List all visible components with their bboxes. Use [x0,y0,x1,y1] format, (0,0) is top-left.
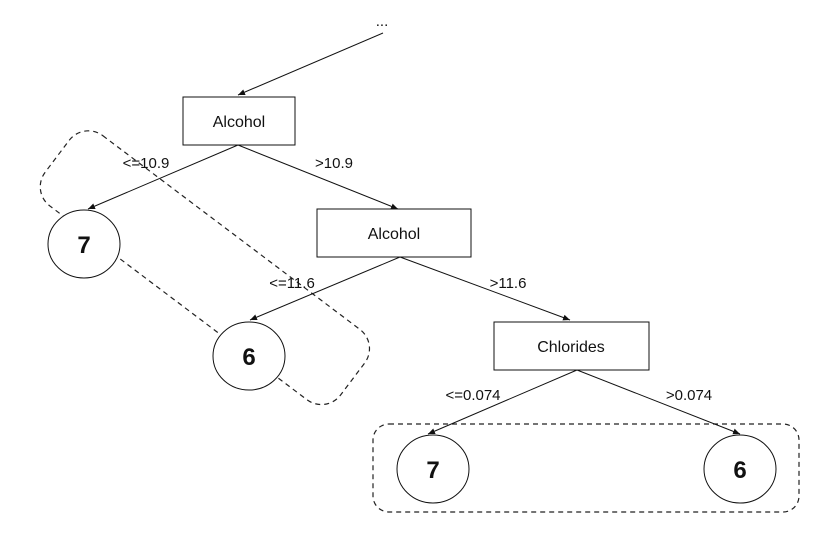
edge-label-gt-0-074: >0.074 [666,387,712,404]
edge-chlorides-right [576,369,741,435]
leaf-a-label: 7 [77,232,90,259]
edge-alcohol1-right [237,144,399,210]
ellipsis-label: ... [376,13,389,30]
edge-label-le-0-074: <=0.074 [445,387,500,404]
node-alcohol-2-label: Alcohol [368,226,420,243]
edge-alcohol2-left [249,256,401,321]
edge-label-gt-11-6: >11.6 [490,275,527,292]
node-alcohol-2-box [316,208,472,258]
leaf-d-circle [703,434,777,504]
node-alcohol-1-box [182,96,296,146]
edge-alcohol2-right [399,256,571,321]
edge-label-le-11-6: <=11.6 [269,275,315,292]
node-alcohol-1-label: Alcohol [213,114,265,131]
leaf-c-circle [396,434,470,504]
dashed-group-bottom [372,423,800,513]
leaf-d-label: 6 [733,457,746,484]
node-chlorides-label: Chlorides [537,339,605,356]
edge-label-gt-10-9: >10.9 [315,155,353,172]
node-chlorides-box [493,321,650,371]
edge-label-le-10-9: <=10.9 [123,155,170,172]
edge-root-in [237,32,384,96]
edge-chlorides-left [427,369,578,435]
edge-alcohol1-left [87,144,239,210]
leaf-b-circle [212,321,286,391]
leaf-a-circle [47,209,121,279]
leaf-c-label: 7 [426,457,439,484]
dashed-group-left [39,130,371,406]
leaf-b-label: 6 [242,344,255,371]
